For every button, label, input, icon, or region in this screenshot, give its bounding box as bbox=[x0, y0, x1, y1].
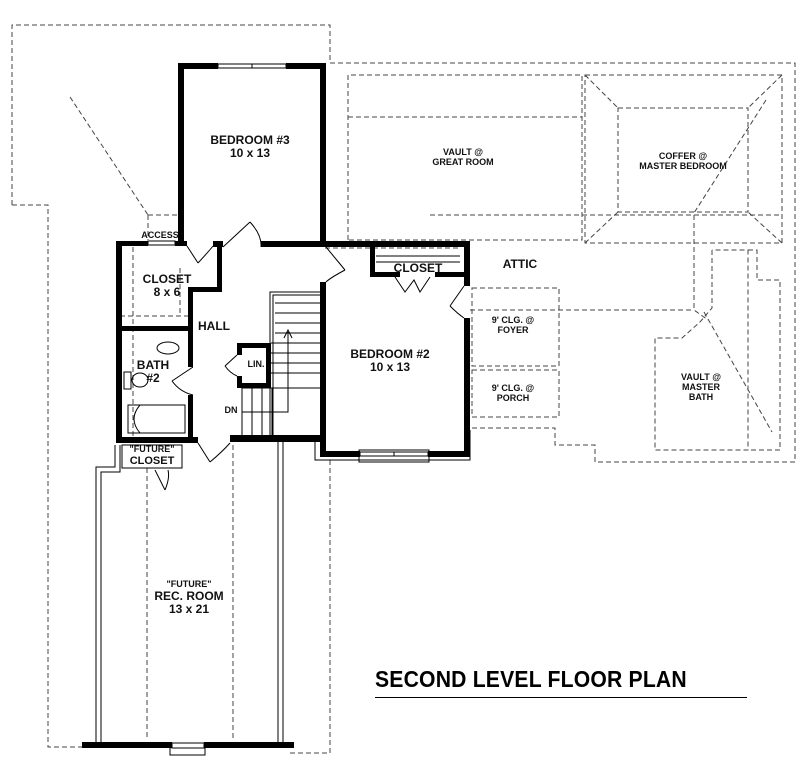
note-line: PORCH bbox=[496, 392, 530, 403]
windows bbox=[147, 63, 429, 749]
room-name: REC. ROOM bbox=[154, 588, 224, 603]
note-line: MASTER BEDROOM bbox=[639, 160, 727, 171]
note-line: COFFER @ bbox=[658, 151, 708, 161]
access-label: ACCESS bbox=[141, 230, 179, 240]
room-name: BEDROOM #3 bbox=[210, 133, 290, 147]
note-line: BATH bbox=[688, 391, 714, 402]
room-qualifier: "FUTURE" bbox=[166, 579, 212, 589]
room-qualifier: "FUTURE" bbox=[129, 444, 175, 454]
bath-2-label: BATH #2 bbox=[136, 358, 170, 386]
bedroom-2-label: BEDROOM #2 10 x 13 bbox=[350, 347, 430, 375]
future-closet-label: "FUTURE" CLOSET bbox=[129, 444, 175, 467]
note-line: 9' CLG. @ bbox=[491, 315, 535, 325]
room-name: CLOSET bbox=[129, 454, 175, 467]
room-name: BEDROOM #2 bbox=[350, 347, 430, 361]
room-size: 13 x 21 bbox=[168, 602, 210, 617]
linen-label: LIN. bbox=[247, 359, 265, 369]
room-name: CLOSET bbox=[142, 272, 192, 286]
exterior-walls bbox=[82, 63, 470, 748]
bedroom-3-label: BEDROOM #3 10 x 13 bbox=[210, 133, 290, 161]
rec-room-label: "FUTURE" REC. ROOM 13 x 21 bbox=[154, 579, 224, 617]
stairs bbox=[241, 291, 320, 435]
bath-fixtures bbox=[121, 255, 460, 469]
room-size: 10 x 13 bbox=[369, 360, 411, 375]
note-line: GREAT ROOM bbox=[432, 156, 494, 167]
closet-8x6-label: CLOSET 8 x 6 bbox=[142, 272, 192, 300]
stairs-down-label: DN bbox=[224, 405, 238, 415]
room-name: BATH bbox=[136, 358, 170, 372]
note-line: 9' CLG. @ bbox=[491, 383, 535, 393]
foyer-ceiling-note: 9' CLG. @ FOYER bbox=[491, 315, 535, 336]
room-size: 10 x 13 bbox=[229, 146, 271, 161]
master-bath-ceiling-note: VAULT @ MASTER BATH bbox=[681, 372, 721, 403]
note-line: VAULT @ bbox=[443, 147, 483, 157]
doors bbox=[154, 221, 465, 491]
note-line: VAULT @ bbox=[681, 372, 721, 382]
rec-room-walls bbox=[95, 430, 471, 756]
master-bedroom-ceiling-note: COFFER @ MASTER BEDROOM bbox=[639, 151, 727, 172]
roof-outline bbox=[11, 24, 796, 754]
hall-label: HALL bbox=[198, 319, 230, 333]
note-line: FOYER bbox=[497, 324, 529, 335]
great-room-ceiling-note: VAULT @ GREAT ROOM bbox=[432, 147, 494, 168]
porch-ceiling-note: 9' CLG. @ PORCH bbox=[491, 383, 535, 404]
attic-label: ATTIC bbox=[502, 257, 538, 271]
closet-bedroom-2-label: CLOSET bbox=[393, 261, 443, 275]
title-underline bbox=[375, 697, 747, 698]
room-size: 8 x 6 bbox=[153, 285, 181, 300]
note-line: MASTER bbox=[682, 381, 720, 392]
room-number: #2 bbox=[146, 371, 160, 386]
plan-title: SECOND LEVEL FLOOR PLAN bbox=[375, 666, 687, 692]
